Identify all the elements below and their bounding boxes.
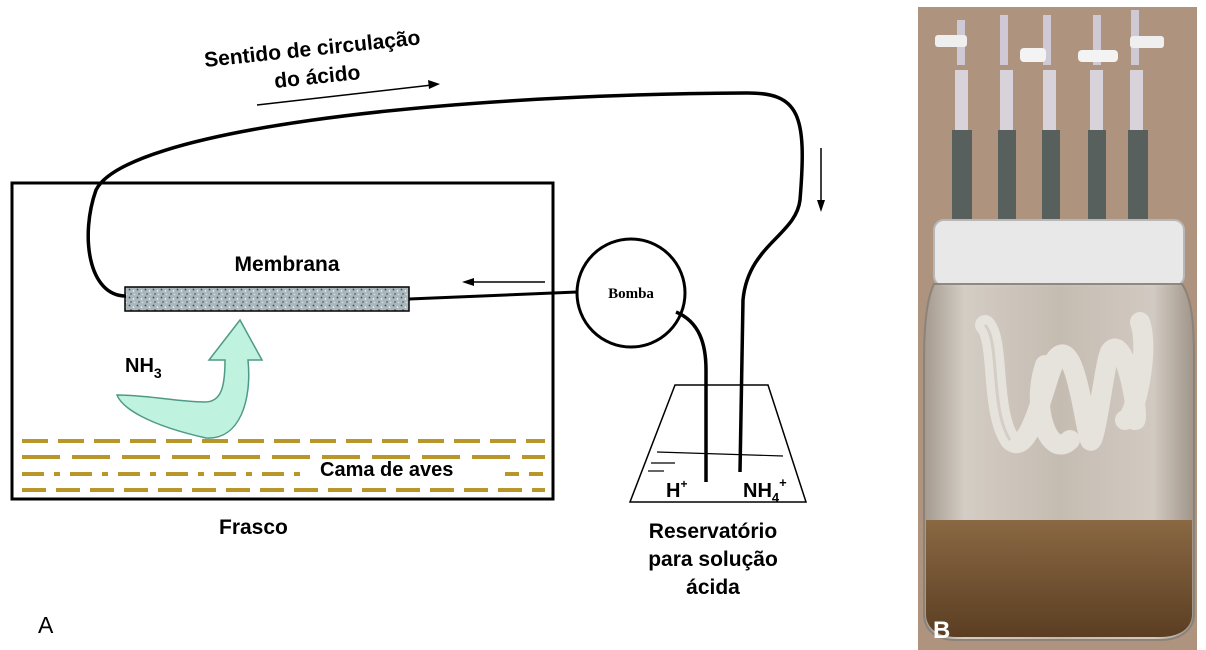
ammonium-label: NH4+	[743, 475, 787, 505]
gas-label: NH3	[125, 355, 162, 381]
circulation-label-line2: do ácido	[273, 61, 361, 93]
reservoir-label-line3: ácida	[686, 576, 740, 599]
membrane-label: Membrana	[234, 253, 339, 276]
flow-arrow-top	[256, 80, 440, 106]
pump-label: Bomba	[608, 286, 654, 302]
panel-b-label: B	[933, 617, 950, 644]
litter-layer	[22, 439, 545, 492]
valve-stack	[935, 10, 1164, 130]
flow-arrow-down	[817, 148, 825, 212]
membrane	[124, 286, 410, 312]
pump	[575, 237, 687, 349]
jar-lid	[933, 219, 1185, 287]
flask-box	[10, 181, 555, 501]
flow-arrow-left	[462, 278, 545, 286]
reservoir	[628, 384, 808, 503]
ammonia-flux-arrow	[115, 318, 264, 439]
pump-to-membrane-tube	[408, 290, 578, 301]
proton-label: H+	[666, 477, 687, 502]
litter-label: Cama de aves	[320, 459, 453, 481]
reservoir-label-line2: para solução	[648, 548, 778, 571]
soil-layer	[926, 520, 1192, 637]
flask-label: Frasco	[219, 516, 288, 539]
panel-b-photo: B	[918, 7, 1197, 650]
panel-a: Bomba Sentido de circulação do ácido	[10, 26, 825, 638]
grey-tubing	[952, 130, 1148, 222]
panel-a-label: A	[38, 612, 54, 638]
reservoir-label-line1: Reservatório	[649, 520, 777, 543]
pump-to-reservoir-tube	[675, 310, 708, 482]
acid-tubing-loop	[86, 91, 804, 473]
